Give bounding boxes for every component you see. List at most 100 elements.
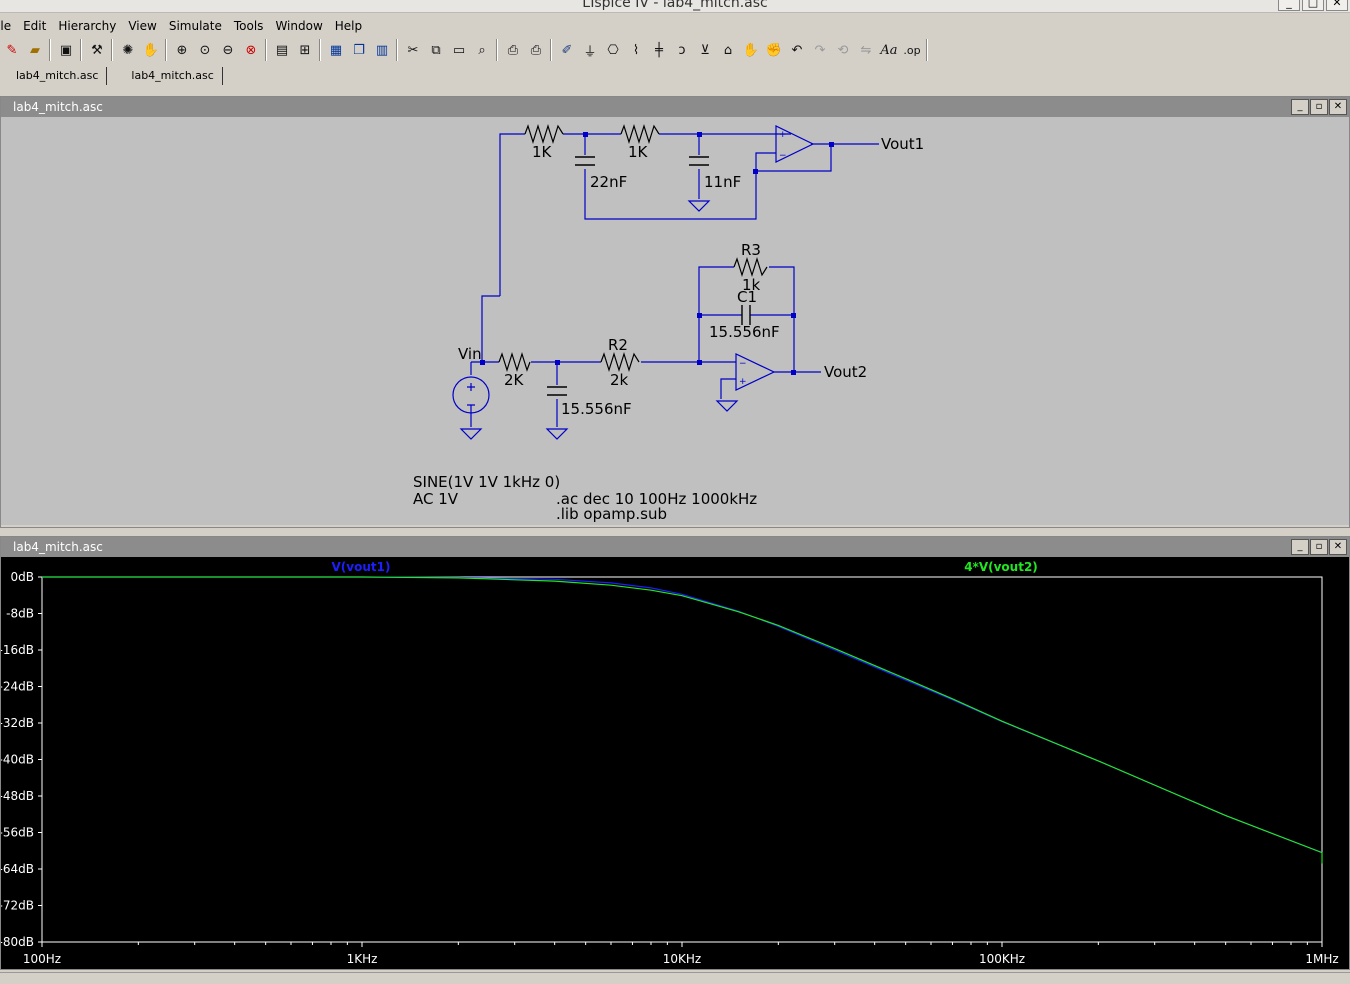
menu-view[interactable]: View xyxy=(128,19,157,33)
menu-tools[interactable]: Tools xyxy=(233,19,264,33)
restore-icon[interactable]: ▫ xyxy=(1310,539,1328,555)
spice-directive-icon[interactable]: .op xyxy=(903,43,921,57)
schematic-window-titlebar: lab4_mitch.asc _ ▫ ✕ xyxy=(1,97,1349,117)
cut-icon[interactable]: ✂ xyxy=(407,42,419,58)
menu-file[interactable]: File xyxy=(0,19,12,33)
close-icon[interactable]: ✕ xyxy=(1326,0,1348,11)
junctions xyxy=(480,132,834,375)
tab-plot[interactable]: lab4_mitch.asc xyxy=(107,67,223,85)
run-icon[interactable]: ✺ xyxy=(122,42,134,58)
schematic-drawing: +− −+ xyxy=(413,123,924,523)
y-tick-label: -80dB xyxy=(1,935,34,949)
mirror-icon[interactable]: ⇋ xyxy=(860,42,872,58)
tile-horizontal-icon[interactable]: ▦ xyxy=(329,42,343,58)
x-tick-label: 100Hz xyxy=(23,952,61,966)
ground-icon[interactable]: ⏚ xyxy=(583,44,597,60)
save-icon[interactable]: ▣ xyxy=(59,42,73,58)
redo-icon[interactable]: ↷ xyxy=(814,42,826,58)
toolbar-divider xyxy=(319,39,321,61)
vout1-label: Vout1 xyxy=(881,135,924,153)
menu-edit[interactable]: Edit xyxy=(23,19,47,33)
vin-label: Vin xyxy=(458,345,482,363)
y-tick-label: -24dB xyxy=(1,680,34,694)
pan-icon[interactable]: ✋ xyxy=(142,42,160,58)
menu-window[interactable]: Window xyxy=(275,19,323,33)
window-tabs: lab4_mitch.asc lab4_mitch.asc xyxy=(0,64,1350,88)
plot-pane[interactable]: 0dB-8dB-16dB-24dB-32dB-40dB-48dB-56dB-64… xyxy=(0,557,1349,969)
series-line-1 xyxy=(42,576,1323,854)
opamps xyxy=(735,125,815,391)
find-icon[interactable]: ⌕ xyxy=(478,42,486,58)
menu-hierarchy[interactable]: Hierarchy xyxy=(58,19,117,33)
drag-icon[interactable]: ✊ xyxy=(765,42,783,58)
text-icon[interactable]: Aa xyxy=(880,42,898,58)
capacitor-icon[interactable]: ╪ xyxy=(655,42,663,58)
y-tick-label: -8dB xyxy=(6,607,34,621)
zoom-fit-icon[interactable]: ⊖ xyxy=(222,42,234,58)
plot-icon[interactable]: ▤ xyxy=(275,42,289,58)
zoom-in-icon[interactable]: ⊕ xyxy=(176,42,188,58)
x-tick-label: 1MHz xyxy=(1305,952,1338,966)
plot-frame xyxy=(41,576,1323,943)
schematic-canvas[interactable]: +− −+ xyxy=(1,117,1349,525)
toolbar-divider xyxy=(550,39,552,61)
series-line-2 xyxy=(42,576,1323,864)
tile-vertical-icon[interactable]: ▥ xyxy=(375,42,389,58)
bode-plot: 0dB-8dB-16dB-24dB-32dB-40dB-48dB-56dB-64… xyxy=(0,560,1339,966)
opamp-pins: +− −+ xyxy=(739,130,787,387)
new-schematic-icon[interactable]: ✎ xyxy=(6,42,18,58)
menu-help[interactable]: Help xyxy=(334,19,363,33)
autorange-icon[interactable]: ⊞ xyxy=(299,42,311,58)
label-icon[interactable]: ⎔ xyxy=(607,42,619,58)
maximize-icon[interactable]: □ xyxy=(1302,0,1324,11)
resistor-symbol xyxy=(733,256,768,278)
spice-directive-lib: .lib opamp.sub xyxy=(556,505,667,523)
x-tick-label: 10KHz xyxy=(663,952,701,966)
resistors xyxy=(498,123,768,373)
zoom-out-icon[interactable]: ⊙ xyxy=(199,42,211,58)
capacitors xyxy=(547,156,751,396)
y-tick-label: -32dB xyxy=(1,716,34,730)
menu-bar: File Edit Hierarchy View Simulate Tools … xyxy=(0,16,1350,36)
resistor-symbol xyxy=(600,351,640,373)
resistor-symbol xyxy=(620,123,660,145)
print-icon[interactable]: ⎙ xyxy=(530,42,542,58)
paste-icon[interactable]: ▭ xyxy=(452,42,466,58)
close-icon[interactable]: ✕ xyxy=(1329,539,1347,555)
vout2-label: Vout2 xyxy=(824,363,867,381)
zoom-cancel-icon[interactable]: ⊗ xyxy=(245,42,257,58)
resistor-icon[interactable]: ⌇ xyxy=(632,42,640,58)
rotate-icon[interactable]: ⟲ xyxy=(837,42,849,58)
open-icon[interactable]: ▰ xyxy=(30,42,40,58)
component-labels: 1K 1K 22nF 11nF Vout1 R3 1k C1 15.556nF … xyxy=(413,135,924,523)
y-tick-label: -48dB xyxy=(1,789,34,803)
c-top1-label: 22nF xyxy=(590,173,627,191)
r-bot1-label: 2K xyxy=(504,371,525,389)
print-setup-icon[interactable]: ⎙ xyxy=(507,42,519,58)
minimize-icon[interactable]: _ xyxy=(1278,0,1300,11)
svg-text:+: + xyxy=(739,377,747,387)
minimize-icon[interactable]: _ xyxy=(1291,539,1309,555)
legend-entry: V(vout1) xyxy=(332,560,391,574)
component-icon[interactable]: ⌂ xyxy=(723,42,733,58)
move-icon[interactable]: ✋ xyxy=(742,42,760,58)
resistor-symbol xyxy=(498,351,531,373)
tab-schematic[interactable]: lab4_mitch.asc xyxy=(0,67,108,85)
undo-icon[interactable]: ↶ xyxy=(791,42,803,58)
spice-directive-ac: .ac dec 10 100Hz 1000kHz xyxy=(556,490,757,508)
inductor-icon[interactable]: ↄ xyxy=(678,42,686,58)
minimize-icon[interactable]: _ xyxy=(1291,99,1309,115)
r2-name: R2 xyxy=(608,336,628,354)
close-icon[interactable]: ✕ xyxy=(1329,99,1347,115)
r3-value: 1k xyxy=(742,276,761,294)
menu-simulate[interactable]: Simulate xyxy=(168,19,222,33)
diode-icon[interactable]: ⊻ xyxy=(700,42,710,58)
r-top1-label: 1K xyxy=(532,143,553,161)
restore-icon[interactable]: ▫ xyxy=(1310,99,1328,115)
toolbar-divider xyxy=(165,39,167,61)
wire-icon[interactable]: ✐ xyxy=(561,42,573,58)
toolbar-divider xyxy=(265,39,267,61)
copy-icon[interactable]: ⧉ xyxy=(431,42,441,58)
cascade-icon[interactable]: ❐ xyxy=(353,42,365,58)
control-panel-icon[interactable]: ⚒ xyxy=(91,42,103,58)
